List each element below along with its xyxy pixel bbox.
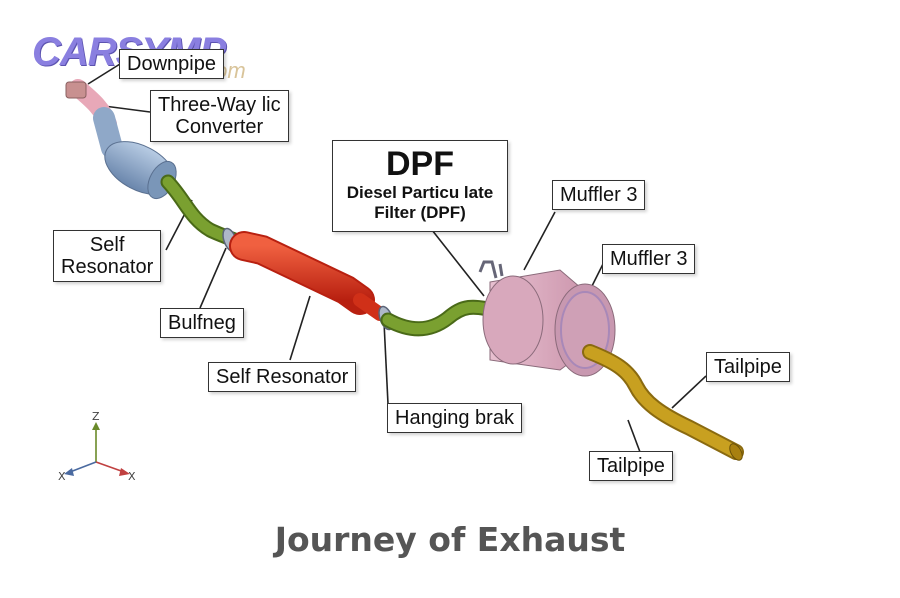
label-tailpipe-top: Tailpipe	[706, 352, 790, 382]
mid-pipe	[380, 299, 508, 337]
label-self-resonator-left: Self Resonator	[53, 230, 162, 282]
label-dpf: DPF Diesel Particu late Filter (DPF)	[332, 140, 508, 232]
leader-lines	[87, 63, 707, 453]
hanger-bracket	[478, 260, 504, 279]
diagram-caption: Journey of Exhaust	[274, 520, 626, 559]
label-three-way-line1: Three-Way lic	[158, 94, 281, 116]
label-muffler-right: Muffler 3	[602, 244, 696, 274]
label-three-way-line2: Converter	[175, 116, 264, 138]
label-self-resonator-left-line2: Resonator	[61, 256, 154, 278]
label-self-resonator-left-line1: Self	[89, 234, 125, 256]
tailpipe-part	[582, 344, 744, 461]
label-hanging-brak: Hanging brak	[387, 403, 522, 433]
label-dpf-sub-line2: Filter (DPF)	[374, 203, 466, 222]
axis-indicator: Z X X	[58, 410, 136, 483]
axis-z-label: Z	[92, 410, 100, 423]
label-downpipe: Downpipe	[119, 49, 224, 79]
resonator-part	[229, 231, 387, 321]
label-bulfneg: Bulfneg	[160, 308, 244, 338]
label-dpf-sub-line1: Diesel Particu late	[346, 183, 494, 202]
label-self-resonator-mid: Self Resonator	[208, 362, 357, 392]
converter-part	[93, 107, 177, 200]
axis-x-left-label: X	[58, 470, 66, 483]
label-muffler-top: Muffler 3	[552, 180, 646, 210]
label-tailpipe-bottom: Tailpipe	[589, 451, 673, 481]
label-dpf-title: DPF	[386, 145, 454, 183]
axis-x-right-label: X	[128, 470, 136, 483]
label-three-way-converter: Three-Way lic Converter	[150, 90, 289, 142]
